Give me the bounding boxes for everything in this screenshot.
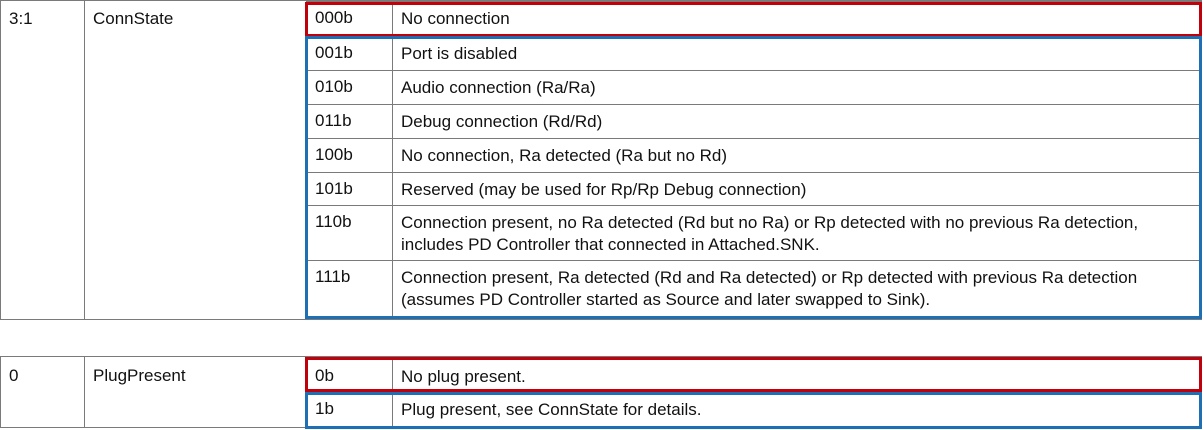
connstate-table: 3:1 ConnState 000b No connection 001b Po…: [0, 0, 1202, 320]
value-code: 000b: [315, 8, 353, 27]
value-code: 011b: [315, 111, 352, 130]
value-description: Reserved (may be used for Rp/Rp Debug co…: [401, 180, 807, 199]
value-description: No connection: [401, 9, 510, 28]
value-description: Port is disabled: [401, 44, 518, 63]
value-description: No connection, Ra detected (Ra but no Rd…: [401, 146, 728, 165]
value-code: 001b: [315, 43, 353, 62]
bits-cell: 0: [9, 366, 19, 385]
value-code: 110b: [315, 212, 352, 231]
table-row: 010b Audio connection (Ra/Ra): [307, 70, 1201, 104]
value-description: Audio connection (Ra/Ra): [401, 78, 596, 97]
value-code: 010b: [315, 77, 353, 96]
plugpresent-table: 0 PlugPresent 0b No plug present. 1b Plu…: [0, 356, 1202, 428]
bits-cell: 3:1: [9, 9, 33, 28]
table-row: 100b No connection, Ra detected (Ra but …: [307, 138, 1201, 172]
value-description: Connection present, Ra detected (Rd and …: [401, 268, 1138, 309]
table-row: 0b No plug present.: [307, 357, 1201, 392]
table-row: 1b Plug present, see ConnState for detai…: [307, 392, 1201, 427]
table-row: 000b No connection: [307, 1, 1201, 36]
table-row: 111b Connection present, Ra detected (Rd…: [307, 260, 1201, 319]
column-divider: [392, 1, 393, 319]
table-row: 011b Debug connection (Rd/Rd): [307, 104, 1201, 138]
value-description: Connection present, no Ra detected (Rd b…: [401, 213, 1139, 254]
value-code: 111b: [315, 267, 351, 286]
table-row: 101b Reserved (may be used for Rp/Rp Deb…: [307, 172, 1201, 205]
value-code: 1b: [315, 399, 334, 418]
column-divider: [84, 357, 85, 427]
value-description: Debug connection (Rd/Rd): [401, 112, 603, 131]
value-code: 0b: [315, 366, 334, 385]
field-name-cell: ConnState: [93, 9, 174, 28]
value-code: 101b: [315, 179, 353, 198]
value-code: 100b: [315, 145, 353, 164]
value-description: No plug present.: [401, 367, 526, 386]
field-name-cell: PlugPresent: [93, 366, 186, 385]
column-divider: [84, 1, 85, 319]
table-row: 110b Connection present, no Ra detected …: [307, 205, 1201, 260]
table-row: 001b Port is disabled: [307, 36, 1201, 70]
value-description: Plug present, see ConnState for details.: [401, 400, 702, 419]
